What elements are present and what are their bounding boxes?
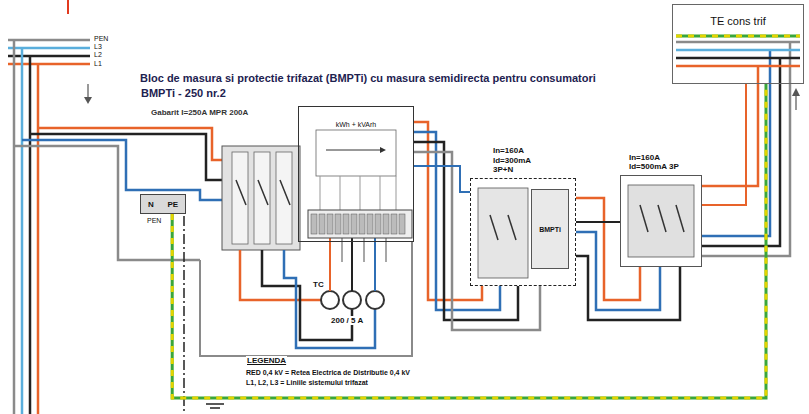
phase-label: L1	[93, 60, 103, 67]
legend-row: L1, L2, L3 = Liniile sistemului trifazat	[246, 379, 368, 386]
text-label: PEN	[146, 217, 162, 224]
wire-connector	[414, 166, 470, 192]
text-label: TC	[312, 280, 325, 289]
device-rating: In=160A Id=300mA 3P+N	[493, 146, 551, 174]
text-label: Gabarit I=250A MPR 200A	[150, 108, 249, 117]
consumer-panel: TE cons trif	[672, 4, 804, 84]
circuit-breaker: In=160A Id=500mA 3P	[620, 175, 702, 267]
legend-row: RED 0,4 kV = Retea Electrica de Distribu…	[246, 369, 410, 376]
rcd-group: In=160A Id=300mA 3P+NBMPTi	[470, 178, 576, 286]
legend-text: L1, L2, L3 = Liniile sistemului trifazat	[246, 379, 368, 386]
device-rating: In=160A Id=500mA 3P	[629, 153, 689, 171]
diagram-title: Bloc de masura si protectie trifazat (BM…	[140, 72, 596, 84]
node-text: BMPTi	[539, 226, 561, 233]
neutral-earth-bar: N PE	[140, 194, 186, 214]
energy-meter: kWh + kVArh	[298, 106, 414, 242]
phase-label: L2	[93, 51, 103, 58]
wire-connector	[576, 222, 620, 223]
wire-connector	[702, 84, 746, 205]
text-label: BMPTi - 250 nr.2	[140, 87, 227, 99]
text-label: LEGENDA	[246, 356, 287, 365]
node-text: kWh + kVArh	[334, 121, 379, 128]
phase-label: PEN	[93, 35, 109, 42]
node-text: TE cons trif	[708, 15, 768, 27]
node-text: N	[148, 200, 154, 209]
earth-conductor	[172, 84, 766, 398]
bmpti-device: BMPTi	[531, 189, 569, 269]
legend-text: RED 0,4 kV = Retea Electrica de Distribu…	[246, 369, 410, 376]
text-label: 200 / 5 A	[330, 316, 364, 325]
node-text: PE	[167, 200, 178, 209]
phase-label: L3	[93, 43, 103, 50]
